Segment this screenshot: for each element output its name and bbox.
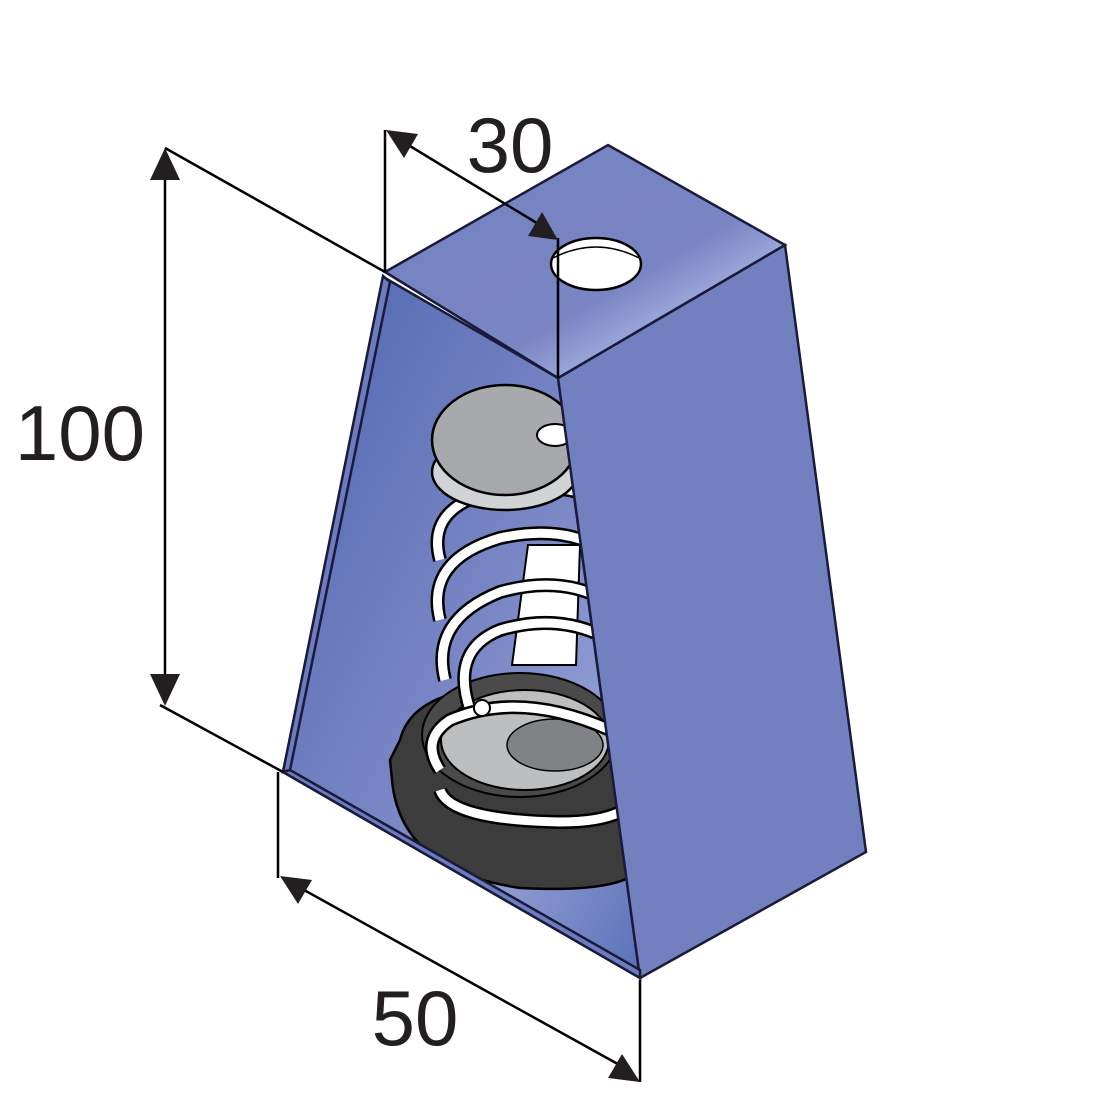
width-label: 50: [372, 974, 459, 1062]
arrow-head-down-right: [528, 212, 558, 240]
depth-label: 30: [467, 101, 554, 189]
arrow-head-up: [150, 148, 180, 180]
arrow-head-left: [280, 876, 312, 904]
arrow-head-down: [150, 674, 180, 706]
arrow-head-right: [608, 1054, 640, 1082]
rubber-base: [388, 672, 630, 891]
arrow-head-up-left: [386, 130, 418, 158]
top-washer: [430, 383, 580, 512]
width-dimension: 50: [276, 772, 642, 1082]
housing-bottom-edge: [279, 768, 642, 981]
mounting-hole: [549, 236, 643, 292]
height-dimension: 100: [15, 146, 386, 774]
depth-dimension: 30: [383, 101, 560, 378]
height-label: 100: [15, 389, 145, 477]
